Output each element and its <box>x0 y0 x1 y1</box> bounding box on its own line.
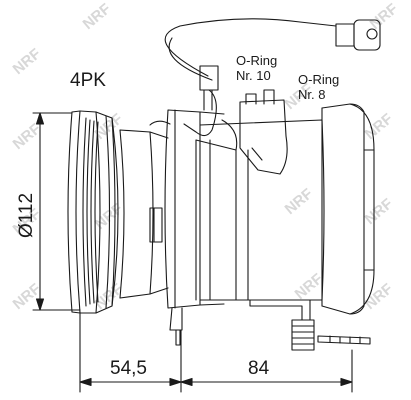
watermark-text: NRF <box>10 45 45 78</box>
pulley-diameter-label: Ø112 <box>16 192 37 238</box>
oring-8-label: O-Ring Nr. 8 <box>298 72 339 102</box>
watermark-text: NRF <box>282 185 317 218</box>
clutch-connector <box>164 18 381 137</box>
oring-8-line2: Nr. 8 <box>298 87 326 102</box>
oring-10-line2: Nr. 10 <box>236 68 271 83</box>
oring-8-line1: O-Ring <box>298 72 340 87</box>
watermark-text: NRF <box>362 110 397 143</box>
rear-head <box>321 103 375 315</box>
pulley-diameter-dimension <box>32 112 81 311</box>
length-dimension-right: 84 <box>248 358 270 379</box>
belt-profile-label: 4PK <box>70 70 106 91</box>
watermark-text: NRF <box>367 0 402 33</box>
service-port <box>239 89 288 175</box>
watermark-text: NRF <box>292 270 327 303</box>
front-housing <box>164 109 225 346</box>
oring-10-line1: O-Ring <box>236 53 278 68</box>
length-dimension-left: 54,5 <box>110 358 147 379</box>
oring-10-label: O-Ring Nr. 10 <box>236 53 277 83</box>
length-dimensions <box>79 311 353 393</box>
compressor-body <box>195 119 325 301</box>
watermark-text: NRF <box>362 280 397 313</box>
clutch-hub <box>119 120 171 299</box>
watermark-text: NRF <box>10 120 45 153</box>
mounting-bracket <box>249 299 371 351</box>
watermark-layer: NRF NRF NRF NRF NRF NRF NRF NRF NRF NRF … <box>10 0 402 313</box>
pulley <box>67 110 119 314</box>
watermark-text: NRF <box>362 195 397 228</box>
watermark-text: NRF <box>80 0 115 33</box>
